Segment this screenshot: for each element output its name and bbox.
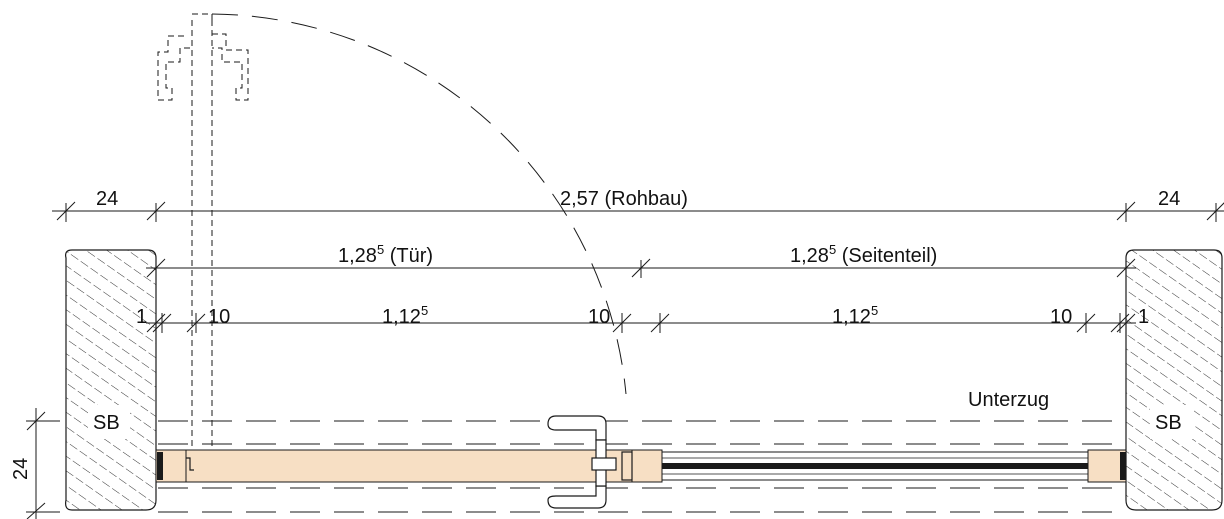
wall-right [1125,249,1223,511]
dim-overall: 2,57 (Rohbau) [560,188,688,210]
dim-frame-left-2: 10 [588,306,610,328]
door-open-leaf [157,13,249,450]
dim-wall-right: 24 [1158,188,1180,210]
wall-left [65,249,157,511]
dim-gap-right: 1 [1138,306,1149,328]
beam-label: Unterzug [968,389,1049,411]
beam-dashed-lines [158,420,1126,513]
dim-frame-right-2: 10 [1050,306,1072,328]
dim-clear-right: 1,125 [832,303,878,328]
wall-label-left: SB [93,412,120,434]
dim-section-height: 24 [10,458,32,480]
door-handle [547,415,633,509]
wall-label-right: SB [1155,412,1182,434]
dim-clear-left: 1,125 [382,303,428,328]
dim-door: 1,285 (Tür) [338,242,433,267]
dim-gap-left: 1 [136,306,147,328]
dimension-lines [26,201,1224,519]
side-panel [631,449,1127,483]
dim-frame-left-1: 10 [208,306,230,328]
door-leaf [155,449,633,483]
door-swing-arc [211,13,627,395]
dim-side-panel: 1,285 (Seitenteil) [790,242,937,267]
dim-wall-left: 24 [96,188,118,210]
